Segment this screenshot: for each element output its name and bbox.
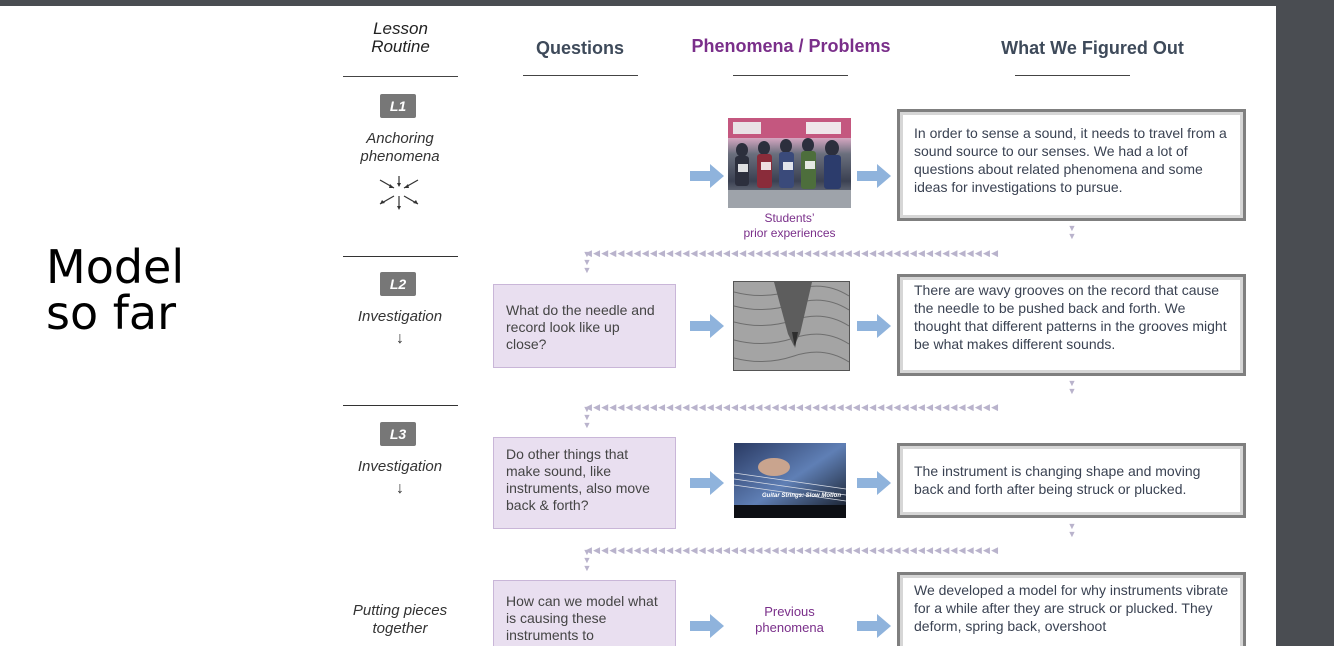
stage-label: Investigation (357, 458, 443, 475)
caption-line2: phenomena (755, 620, 824, 635)
header-figured-out: What We Figured Out (1001, 38, 1184, 58)
header-routine-line2: Routine (371, 37, 430, 56)
caption-line1: Students’ (764, 211, 815, 225)
row-divider (343, 256, 458, 257)
connector-dots: ▼▼ (1067, 223, 1077, 241)
connector-dots: ◀◀◀◀◀◀◀◀◀◀◀◀◀◀◀◀◀◀◀◀◀◀◀◀◀◀◀◀◀◀◀◀◀◀◀◀◀◀◀◀… (585, 403, 1000, 411)
arrow-right-icon (857, 471, 891, 495)
figured-out-box: In order to sense a sound, it needs to t… (897, 109, 1246, 221)
stage-label: Putting pieces together (335, 602, 465, 638)
phenomenon-caption: Students’ prior experiences (723, 211, 856, 241)
converging-arrows-icon (374, 174, 424, 214)
figured-out-box: The instrument is changing shape and mov… (897, 443, 1246, 518)
window-edge (1276, 0, 1334, 641)
connector-dots: ▼▼ (1067, 378, 1077, 396)
header-underline (523, 75, 638, 76)
header-questions: Questions (535, 38, 624, 58)
connector-dots: ▼▼▼ (582, 249, 592, 275)
question-box: Do other things that make sound, like in… (493, 437, 676, 529)
stage-line1: Putting pieces (352, 602, 448, 619)
stage-line1: Anchoring (366, 130, 434, 147)
lesson-badge: L1 (380, 94, 416, 118)
connector-dots: ◀◀◀◀◀◀◀◀◀◀◀◀◀◀◀◀◀◀◀◀◀◀◀◀◀◀◀◀◀◀◀◀◀◀◀◀◀◀◀◀… (585, 249, 1000, 257)
guitar-slow-motion-photo: Guitar Strings: Slow Motion (734, 443, 846, 518)
stage-line2: phenomena (360, 148, 440, 165)
caption-line1: Previous (764, 604, 815, 619)
slide-title: Model so far (46, 244, 184, 336)
students-classroom-photo (728, 118, 851, 208)
arrow-right-icon (857, 314, 891, 338)
lesson-badge: L2 (380, 272, 416, 296)
needle-record-photo (733, 281, 850, 371)
slide-title-line2: so far (46, 286, 177, 340)
figured-out-box: We developed a model for why instruments… (897, 572, 1246, 646)
connector-dots: ◀◀◀◀◀◀◀◀◀◀◀◀◀◀◀◀◀◀◀◀◀◀◀◀◀◀◀◀◀◀◀◀◀◀◀◀◀◀◀◀… (585, 546, 1000, 554)
row-divider (343, 405, 458, 406)
question-box: What do the needle and record look like … (493, 284, 676, 368)
arrow-right-icon (857, 164, 891, 188)
arrow-down-icon: ↓ (396, 480, 404, 497)
connector-dots: ▼▼▼ (582, 547, 592, 573)
arrow-down-icon: ↓ (396, 330, 404, 347)
header-lesson-routine: Lesson Routine (343, 20, 458, 56)
question-box: How can we model what is causing these i… (493, 580, 676, 646)
arrow-right-icon (690, 164, 724, 188)
header-underline (733, 75, 848, 76)
arrow-right-icon (690, 471, 724, 495)
header-phenomena: Phenomena / Problems (691, 36, 891, 56)
connector-dots: ▼▼▼ (582, 404, 592, 430)
lesson-storyline-page: Model so far Lesson Routine Questions Ph… (0, 6, 1276, 646)
lesson-badge: L3 (380, 422, 416, 446)
stage-label: Anchoring phenomena (335, 130, 465, 166)
caption-line2: prior experiences (743, 226, 836, 240)
stage-line2: together (372, 620, 428, 637)
header-divider (343, 76, 458, 77)
photo-overlay-text: Guitar Strings: Slow Motion (762, 493, 841, 499)
slide-title-line1: Model (46, 240, 185, 294)
stage-label: Investigation (357, 308, 443, 325)
arrow-right-icon (690, 614, 724, 638)
header-routine-line1: Lesson (373, 19, 428, 38)
connector-dots: ▼▼ (1067, 521, 1077, 539)
arrow-right-icon (690, 314, 724, 338)
phenomenon-caption: Previous phenomena (728, 604, 851, 636)
figured-out-box: There are wavy grooves on the record tha… (897, 274, 1246, 376)
arrow-right-icon (857, 614, 891, 638)
header-underline (1015, 75, 1130, 76)
